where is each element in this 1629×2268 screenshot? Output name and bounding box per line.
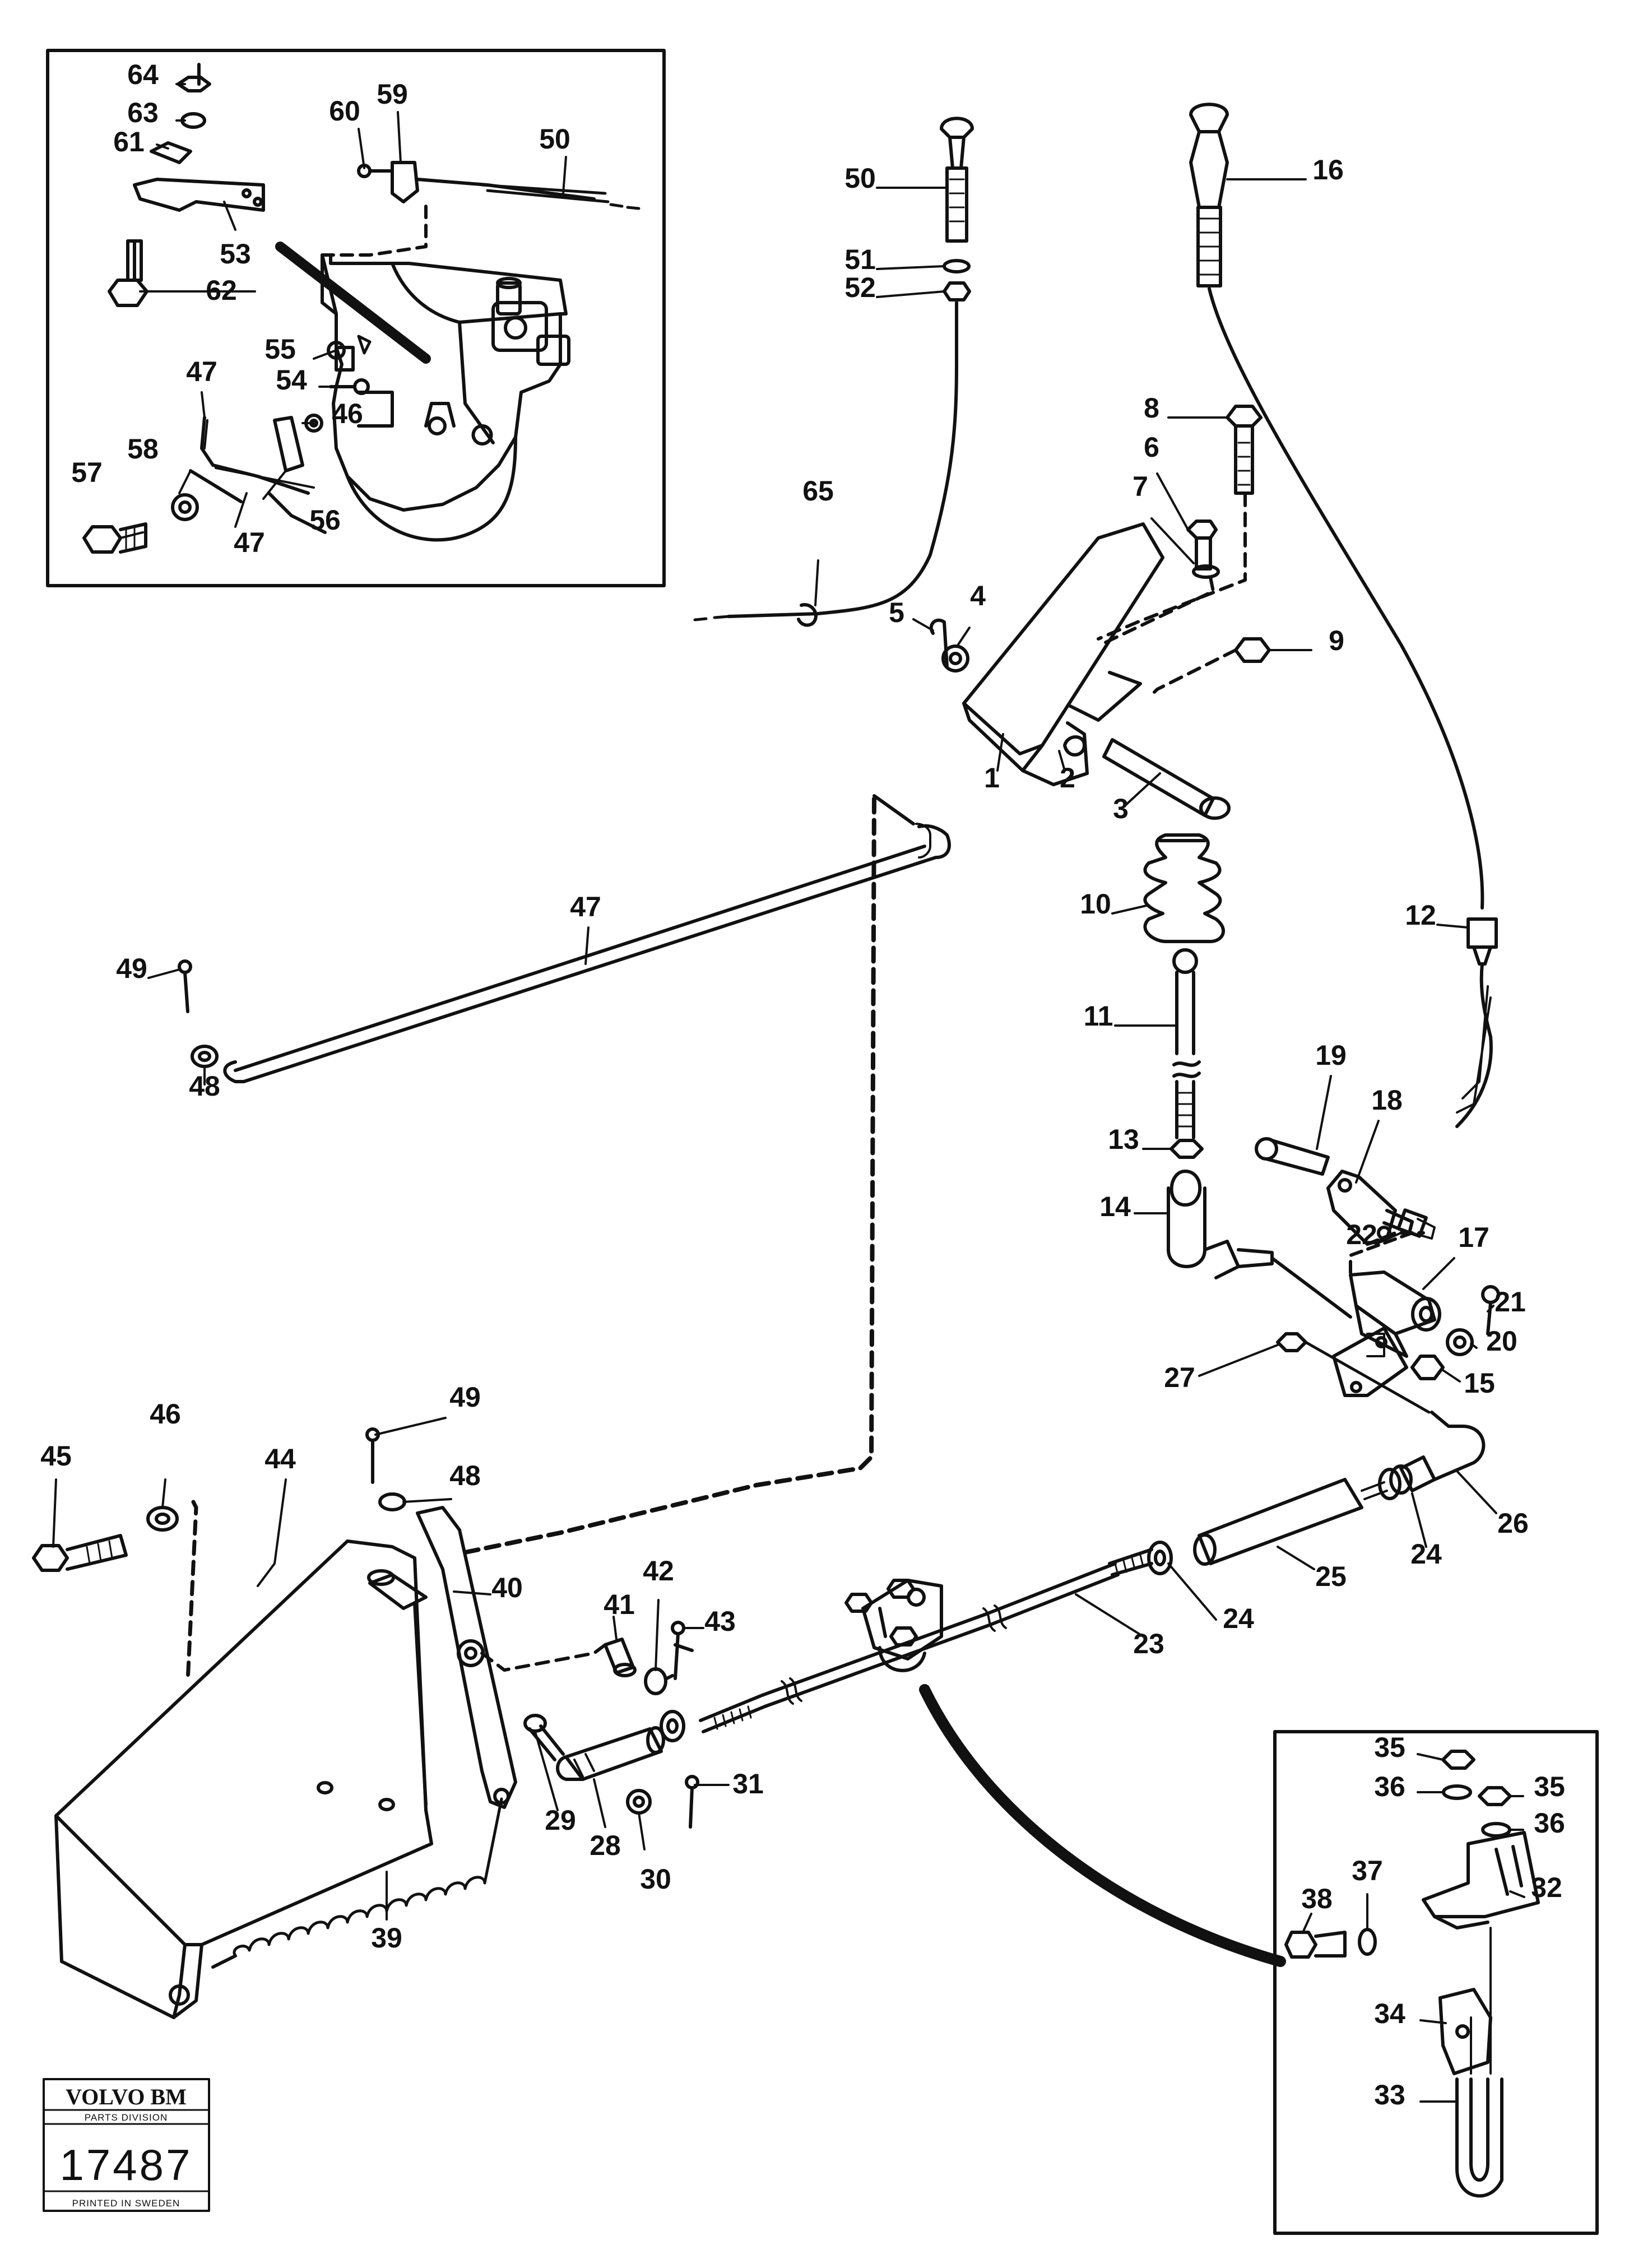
part-callout-24: 24 (1410, 1538, 1442, 1570)
part-callout-30: 30 (640, 1863, 671, 1895)
part-callout-2: 2 (1060, 762, 1075, 794)
part-callout-47: 47 (234, 527, 265, 558)
part-callout-61: 61 (113, 126, 145, 157)
part-callout-15: 15 (1464, 1367, 1495, 1399)
part-callout-48: 48 (449, 1460, 481, 1491)
part-callout-8: 8 (1144, 392, 1159, 424)
part-callout-48: 48 (189, 1070, 220, 1102)
stamp-division: PARTS DIVISION (85, 2112, 168, 2123)
part-callout-16: 16 (1312, 154, 1344, 185)
part-callout-27: 27 (1164, 1362, 1195, 1393)
relay-lever (1255, 1137, 1500, 1495)
part-callout-43: 43 (704, 1606, 736, 1637)
part-callout-53: 53 (220, 238, 251, 270)
part-callout-41: 41 (604, 1589, 635, 1620)
part-callout-12: 12 (1405, 899, 1436, 931)
part-callout-1: 1 (984, 762, 1000, 794)
part-callout-49: 49 (116, 953, 147, 984)
part-callout-36: 36 (1374, 1771, 1405, 1802)
part-callout-24: 24 (1223, 1603, 1254, 1634)
stamp-footer: PRINTED IN SWEDEN (72, 2198, 180, 2209)
part-callout-55: 55 (264, 333, 296, 365)
stamp-brand: VOLVO BM (66, 2084, 187, 2109)
part-callout-42: 42 (643, 1555, 674, 1587)
part-callout-4: 4 (970, 580, 986, 611)
part-callout-23: 23 (1133, 1628, 1164, 1659)
part-callout-28: 28 (590, 1830, 621, 1861)
part-callout-33: 33 (1374, 2079, 1405, 2111)
engine-detail-inset (46, 49, 666, 587)
part-callout-21: 21 (1495, 1286, 1526, 1318)
part-callout-34: 34 (1374, 1998, 1405, 2029)
part-callout-64: 64 (127, 59, 159, 90)
part-callout-49: 49 (449, 1381, 481, 1413)
part-callout-22: 22 (1346, 1219, 1377, 1250)
part-callout-40: 40 (491, 1572, 523, 1603)
part-callout-50: 50 (539, 123, 570, 155)
part-callout-44: 44 (264, 1443, 296, 1474)
part-callout-5: 5 (889, 597, 904, 628)
mounting-plate (32, 1500, 433, 2019)
part-callout-45: 45 (40, 1440, 72, 1472)
part-callout-11: 11 (1084, 1000, 1113, 1032)
part-callout-36: 36 (1534, 1807, 1565, 1839)
part-callout-51: 51 (844, 244, 876, 275)
part-callout-65: 65 (802, 475, 834, 507)
part-callout-59: 59 (377, 78, 408, 110)
part-callout-52: 52 (844, 272, 876, 303)
part-callout-47: 47 (186, 356, 217, 387)
part-callout-35: 35 (1534, 1771, 1565, 1802)
part-callout-37: 37 (1352, 1855, 1383, 1886)
part-callout-31: 31 (732, 1768, 764, 1799)
part-callout-6: 6 (1144, 432, 1159, 463)
part-callout-3: 3 (1113, 793, 1129, 824)
stamp-number: 17487 (60, 2140, 193, 2190)
part-callout-17: 17 (1458, 1222, 1489, 1253)
part-callout-9: 9 (1329, 625, 1344, 656)
part-callout-25: 25 (1315, 1561, 1347, 1592)
part-callout-29: 29 (545, 1805, 576, 1836)
part-callout-26: 26 (1497, 1508, 1529, 1539)
part-callout-54: 54 (276, 364, 307, 396)
part-callout-62: 62 (206, 275, 237, 306)
part-callout-38: 38 (1301, 1883, 1333, 1914)
hand-lever-cable (1189, 103, 1498, 1128)
long-rod (178, 794, 951, 1083)
clamp-detail-inset (1273, 1730, 1599, 2235)
part-callout-18: 18 (1371, 1084, 1403, 1116)
accelerator-pedal (929, 405, 1352, 1319)
part-callout-46: 46 (332, 398, 363, 429)
part-callout-47: 47 (570, 891, 601, 922)
part-callout-19: 19 (1315, 1040, 1347, 1071)
part-callout-20: 20 (1486, 1325, 1517, 1357)
part-callout-63: 63 (127, 97, 159, 128)
part-callout-14: 14 (1099, 1191, 1131, 1222)
part-callout-56: 56 (309, 504, 341, 536)
part-callout-60: 60 (329, 95, 360, 127)
throttle-knob-cable (693, 117, 974, 627)
part-callout-35: 35 (1374, 1732, 1405, 1763)
part-callout-50: 50 (844, 163, 876, 194)
part-callout-46: 46 (150, 1398, 181, 1430)
part-callout-32: 32 (1531, 1872, 1562, 1903)
part-callout-57: 57 (71, 457, 103, 488)
parts-stamp (43, 2078, 210, 2212)
part-callout-7: 7 (1133, 471, 1148, 502)
part-callout-39: 39 (371, 1922, 402, 1954)
control-rods (699, 1468, 1401, 1967)
part-callout-58: 58 (127, 433, 159, 465)
part-callout-13: 13 (1108, 1124, 1139, 1155)
leader-lines (52, 83, 1525, 2103)
part-callout-10: 10 (1080, 888, 1111, 920)
callout-layer: 6463616059505362555446475758564750515216… (40, 59, 1565, 2111)
